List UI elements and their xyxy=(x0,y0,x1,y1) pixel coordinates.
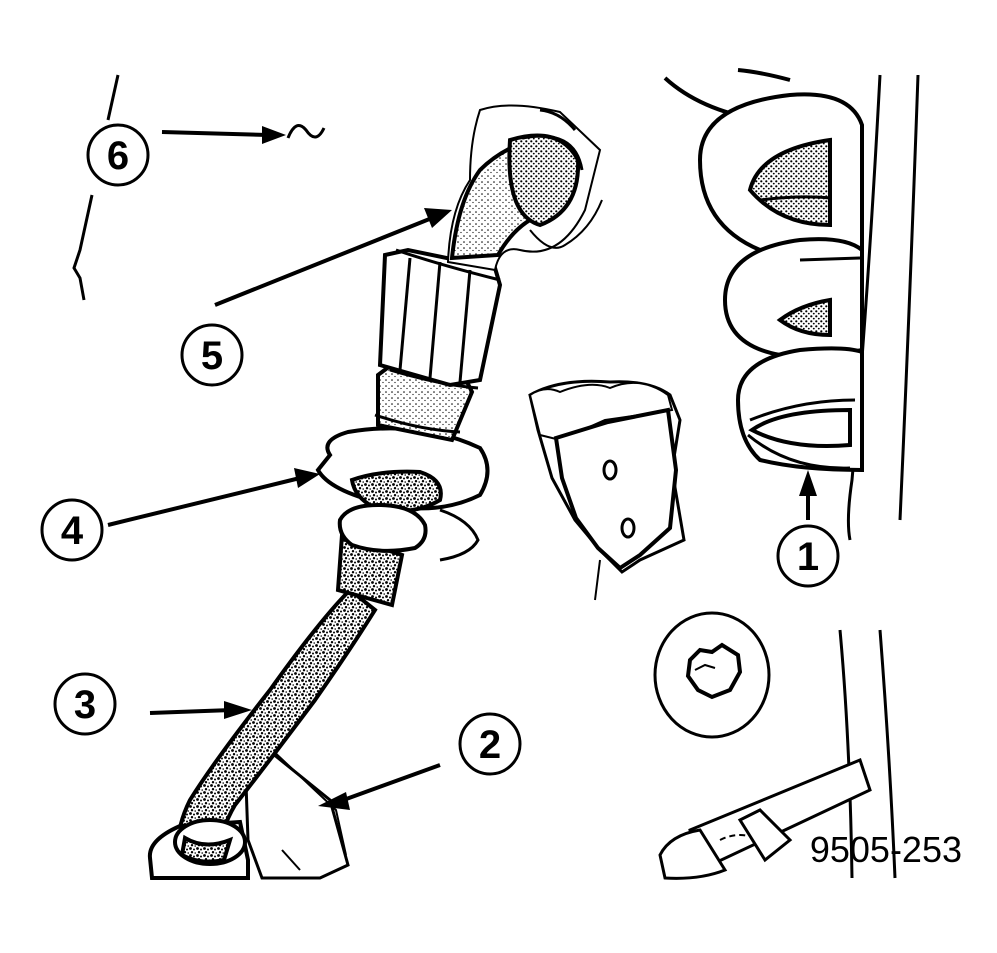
callout-2: 2 xyxy=(458,712,522,776)
callout-4: 4 xyxy=(40,498,104,562)
leader-5 xyxy=(214,216,433,307)
callout-3-label: 3 xyxy=(74,683,96,727)
arrowhead-5 xyxy=(424,208,452,228)
arrowhead-4 xyxy=(294,468,320,488)
leader-4 xyxy=(107,476,301,527)
fitting-nut xyxy=(374,247,503,443)
callout-1-label: 1 xyxy=(797,535,819,579)
elbow xyxy=(446,104,603,272)
arrowhead-3 xyxy=(224,701,252,719)
callout-1: 1 xyxy=(776,524,840,588)
grommet xyxy=(315,426,490,562)
callout-6: 6 xyxy=(86,123,150,187)
wave-symbol xyxy=(286,124,326,139)
callout-5: 5 xyxy=(180,323,244,387)
arrowhead-2 xyxy=(318,792,350,810)
figure-code: 9505-253 xyxy=(810,829,962,870)
leader-2 xyxy=(337,763,441,804)
callout-5-label: 5 xyxy=(201,334,223,378)
leader-lines xyxy=(107,126,817,810)
callout-2-label: 2 xyxy=(479,723,501,767)
callout-4-label: 4 xyxy=(61,509,84,553)
leader-3 xyxy=(149,708,233,715)
coil-spring xyxy=(663,68,864,473)
arrowhead-6 xyxy=(262,126,286,144)
leader-6 xyxy=(161,130,269,137)
arrowhead-1 xyxy=(799,470,817,496)
callout-3: 3 xyxy=(53,672,117,736)
bolt-washer xyxy=(653,611,771,739)
brake-line xyxy=(658,758,872,880)
body-cutout xyxy=(528,379,686,601)
callout-6-label: 6 xyxy=(107,134,129,178)
